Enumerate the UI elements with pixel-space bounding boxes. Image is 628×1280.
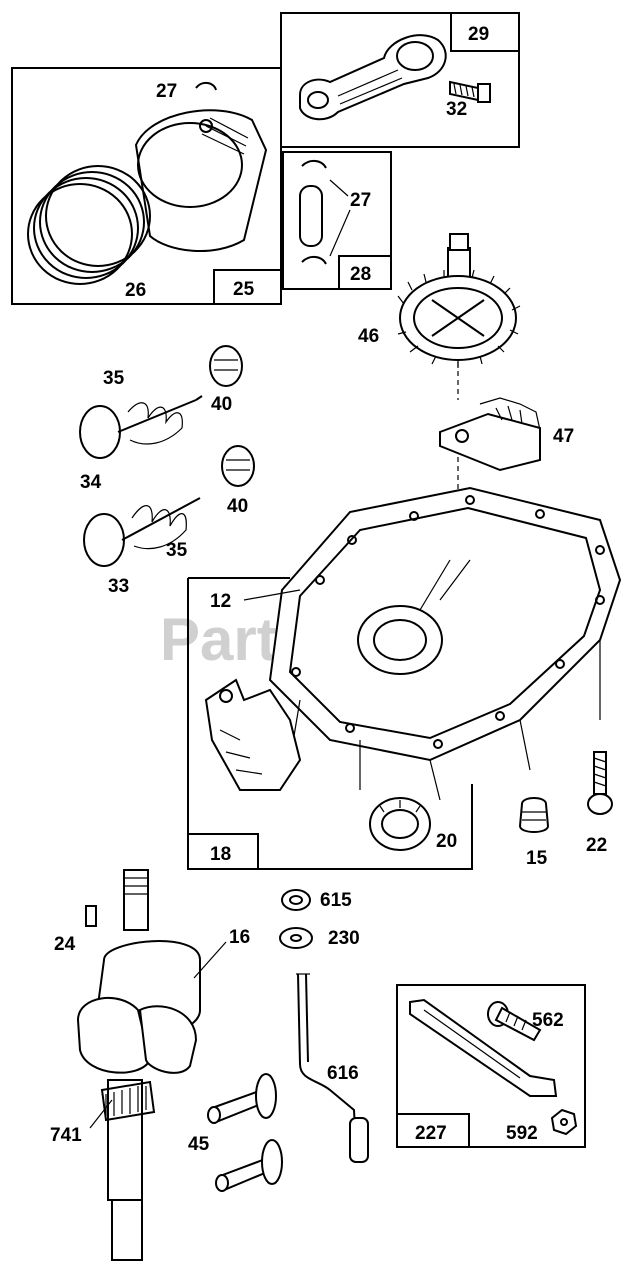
exhaust-valve-drawing bbox=[83, 497, 201, 567]
piston-pin-drawing bbox=[299, 185, 323, 247]
pin-clip-bottom-drawing bbox=[301, 256, 327, 265]
piston-drawing bbox=[134, 109, 268, 252]
callout-230[interactable]: 230 bbox=[328, 928, 360, 949]
callout-25[interactable]: 25 bbox=[233, 279, 255, 300]
callout-22[interactable]: 22 bbox=[586, 835, 607, 856]
crankshaft-drawing bbox=[76, 869, 201, 1261]
callout-33[interactable]: 33 bbox=[108, 576, 129, 597]
box-29-connecting-rod-kit[interactable]: 29 32 bbox=[280, 12, 520, 148]
callout-24[interactable]: 24 bbox=[54, 934, 76, 955]
oil-seal-drawing bbox=[369, 797, 431, 851]
nut-615-drawing bbox=[281, 889, 311, 911]
callout-615[interactable]: 615 bbox=[320, 890, 352, 911]
governor-crank-drawing bbox=[296, 973, 369, 1163]
connecting-rod-drawing bbox=[299, 34, 447, 121]
leader-741 bbox=[89, 1099, 113, 1129]
leader-16 bbox=[193, 941, 227, 979]
callout-45[interactable]: 45 bbox=[188, 1134, 210, 1155]
leader-27 bbox=[329, 179, 351, 257]
crankcase-bolt-drawing bbox=[587, 751, 613, 815]
callout-18[interactable]: 18 bbox=[210, 844, 231, 865]
callout-46[interactable]: 46 bbox=[358, 326, 379, 347]
callout-29[interactable]: 29 bbox=[468, 24, 489, 45]
box-227-governor-link-kit[interactable]: 227 562 592 bbox=[396, 984, 586, 1148]
callout-16[interactable]: 16 bbox=[229, 927, 250, 948]
callout-592[interactable]: 592 bbox=[506, 1123, 538, 1144]
governor-gear-drawing bbox=[439, 397, 541, 472]
callout-35-lower[interactable]: 35 bbox=[166, 540, 188, 561]
leader-12 bbox=[243, 589, 301, 601]
callout-47[interactable]: 47 bbox=[553, 426, 574, 447]
callout-28[interactable]: 28 bbox=[350, 264, 371, 285]
valve-retainer-lower-drawing bbox=[221, 445, 255, 487]
box-25-piston-assembly[interactable]: 25 27 26 bbox=[11, 67, 282, 305]
nut-592-drawing bbox=[550, 1108, 578, 1136]
box-18-cylinder-assembly[interactable]: 18 12 20 bbox=[187, 577, 473, 870]
callout-741[interactable]: 741 bbox=[50, 1125, 82, 1146]
rod-bolt-drawing bbox=[449, 80, 491, 103]
retainer-clip-drawing bbox=[195, 82, 217, 91]
callout-15[interactable]: 15 bbox=[526, 848, 548, 869]
intake-valve-drawing bbox=[79, 395, 203, 459]
crank-key-drawing bbox=[85, 905, 97, 927]
link-lever-drawing bbox=[409, 998, 558, 1097]
cylinder-block-drawing bbox=[268, 486, 622, 801]
washer-230-drawing bbox=[279, 927, 313, 949]
callout-616[interactable]: 616 bbox=[327, 1063, 359, 1084]
valve-retainer-upper-drawing bbox=[209, 345, 243, 387]
callout-27-top[interactable]: 27 bbox=[156, 81, 177, 102]
callout-32[interactable]: 32 bbox=[446, 99, 467, 120]
callout-227[interactable]: 227 bbox=[415, 1123, 447, 1144]
screw-562-drawing bbox=[487, 1001, 542, 1042]
callout-35-upper[interactable]: 35 bbox=[103, 368, 125, 389]
piston-ring-set-drawing bbox=[27, 165, 151, 285]
box-28-piston-pin-kit[interactable]: 28 27 bbox=[282, 151, 392, 290]
tappet-lower-drawing bbox=[215, 1139, 283, 1192]
callout-562[interactable]: 562 bbox=[532, 1010, 564, 1031]
callout-20[interactable]: 20 bbox=[436, 831, 457, 852]
callout-40-upper[interactable]: 40 bbox=[211, 394, 232, 415]
cam-gear-drawing bbox=[397, 233, 521, 368]
crankcase-flange-drawing bbox=[204, 678, 302, 791]
callout-34[interactable]: 34 bbox=[80, 472, 102, 493]
pin-clip-top-drawing bbox=[301, 160, 327, 169]
callout-40-lower[interactable]: 40 bbox=[227, 496, 248, 517]
callout-27-pin[interactable]: 27 bbox=[350, 190, 371, 211]
breather-plug-drawing bbox=[518, 797, 550, 833]
callout-12[interactable]: 12 bbox=[210, 591, 231, 612]
tappet-upper-drawing bbox=[207, 1073, 277, 1124]
callout-26[interactable]: 26 bbox=[125, 280, 146, 301]
